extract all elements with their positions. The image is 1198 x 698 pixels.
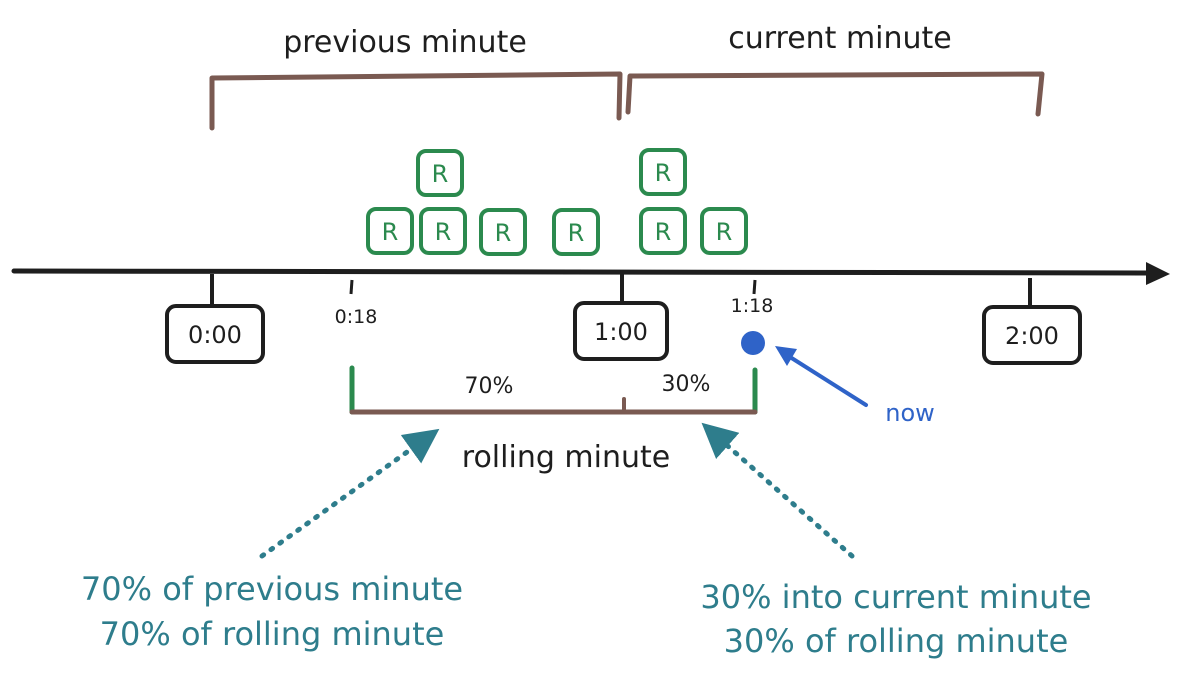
request-icon: R [700, 207, 748, 255]
tick-label: 1:00 [594, 318, 648, 346]
now-label: now [885, 399, 935, 427]
current-percent-label: 30% [662, 372, 711, 397]
rolling-minute-bracket: 70% 30% rolling minute [349, 365, 758, 475]
tick-label: 2:00 [1005, 322, 1059, 350]
right-annotation-line1: 30% into current minute [700, 578, 1091, 616]
current-minute-label: current minute [728, 21, 952, 56]
now-dot [741, 331, 765, 355]
request-icon: R [366, 207, 414, 255]
now-marker: now [741, 331, 935, 427]
request-letter: R [655, 159, 672, 187]
axis-arrowhead [1146, 262, 1170, 285]
request-icon: R [416, 149, 464, 197]
left-annotation-line1: 70% of previous minute [81, 570, 463, 608]
time-axis [11, 262, 1170, 285]
request-letter: R [435, 218, 452, 246]
tick-label: 0:18 [335, 306, 378, 328]
request-letter: R [655, 218, 672, 246]
tick-0-18: 0:18 [335, 279, 378, 328]
right-annotation-line2: 30% of rolling minute [724, 622, 1069, 660]
tick-1-18: 1:18 [731, 279, 774, 317]
left-annotation-line2: 70% of rolling minute [100, 615, 445, 653]
request-letter: R [568, 219, 585, 247]
right-annotation: 30% into current minute 30% of rolling m… [700, 578, 1091, 660]
current-minute-bracket: current minute [625, 21, 1045, 117]
previous-percent-label: 70% [465, 374, 514, 399]
tick-2-00: 2:00 [982, 278, 1082, 365]
left-annotation: 70% of previous minute 70% of rolling mi… [81, 570, 463, 653]
request-icon: R [479, 208, 527, 256]
request-icon: R [419, 207, 467, 255]
request-letter: R [432, 160, 449, 188]
right-annotation-arrow [701, 422, 855, 559]
left-annotation-arrow [259, 428, 440, 559]
tick-0-00: 0:00 [165, 274, 265, 364]
request-letter: R [495, 219, 512, 247]
request-icon: R [552, 208, 600, 256]
tick-label: 1:18 [731, 295, 774, 317]
previous-minute-bracket: previous minute [209, 25, 623, 131]
request-icon: R [639, 207, 687, 255]
tick-label: 0:00 [188, 321, 242, 349]
request-letter: R [382, 218, 399, 246]
previous-minute-label: previous minute [283, 25, 527, 60]
tick-1-00: 1:00 [573, 274, 669, 361]
now-arrow-icon [775, 346, 797, 366]
rolling-minute-label: rolling minute [462, 440, 670, 475]
request-letter: R [716, 218, 733, 246]
request-icon: R [639, 148, 687, 196]
